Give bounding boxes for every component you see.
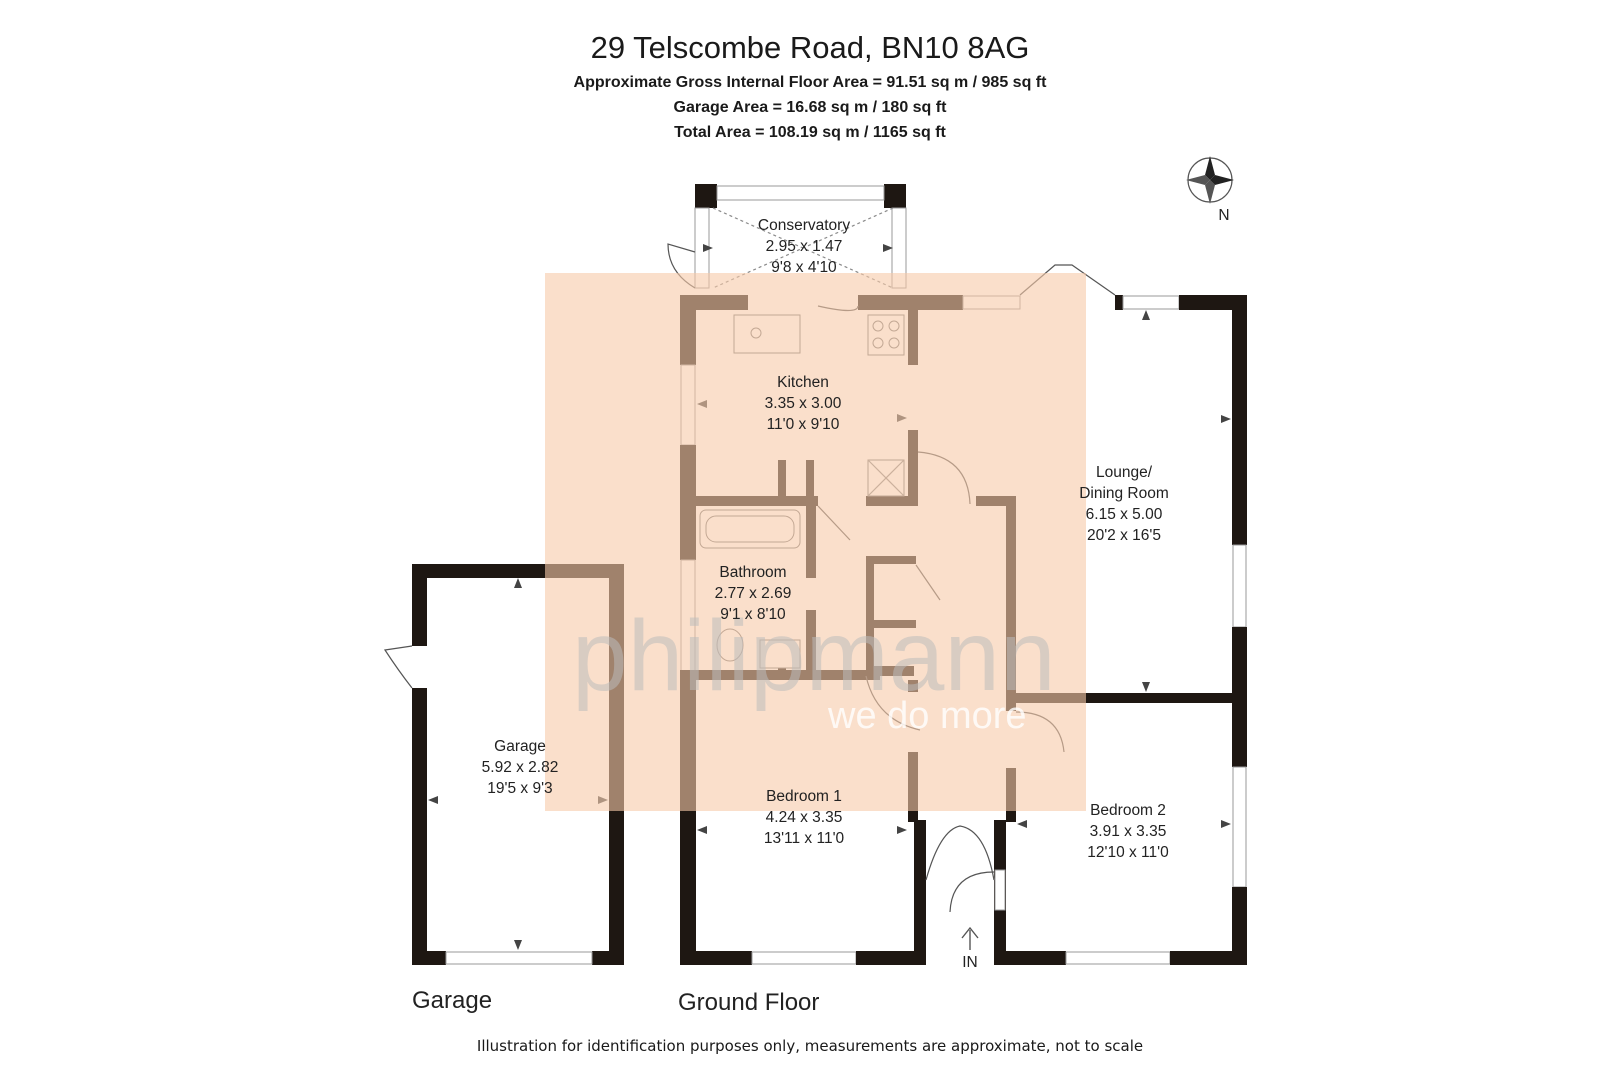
svg-text:3.35 x 3.00: 3.35 x 3.00 bbox=[765, 395, 842, 412]
svg-text:Dining Room: Dining Room bbox=[1079, 485, 1169, 502]
svg-text:9'8 x 4'10: 9'8 x 4'10 bbox=[771, 259, 837, 276]
svg-text:19'5 x 9'3: 19'5 x 9'3 bbox=[487, 780, 552, 797]
svg-text:12'10 x 11'0: 12'10 x 11'0 bbox=[1087, 844, 1169, 861]
svg-text:Conservatory: Conservatory bbox=[758, 217, 850, 234]
watermark-tagline: we do more bbox=[827, 695, 1027, 737]
svg-text:9'1 x 8'10: 9'1 x 8'10 bbox=[720, 606, 786, 623]
room-lounge-label: Lounge/ Dining Room 6.15 x 5.00 20'2 x 1… bbox=[1079, 464, 1169, 544]
plan-title: 29 Telscombe Road, BN10 8AG bbox=[590, 30, 1030, 65]
floor-area-line: Approximate Gross Internal Floor Area = … bbox=[573, 74, 1047, 91]
room-bathroom-label: Bathroom 2.77 x 2.69 9'1 x 8'10 bbox=[715, 564, 792, 623]
garage-area-line: Garage Area = 16.68 sq m / 180 sq ft bbox=[673, 99, 947, 116]
svg-text:Bathroom: Bathroom bbox=[719, 564, 786, 581]
svg-text:5.92 x 2.82: 5.92 x 2.82 bbox=[482, 759, 559, 776]
watermark-panel bbox=[545, 273, 1086, 811]
room-garage-label: Garage 5.92 x 2.82 19'5 x 9'3 bbox=[482, 738, 559, 797]
room-conservatory-label: Conservatory 2.95 x 1.47 9'8 x 4'10 bbox=[758, 217, 850, 276]
compass-north-label: N bbox=[1218, 207, 1229, 224]
floor-label-garage: Garage bbox=[412, 987, 492, 1014]
svg-text:2.77 x 2.69: 2.77 x 2.69 bbox=[715, 585, 792, 602]
svg-text:4.24 x 3.35: 4.24 x 3.35 bbox=[766, 809, 843, 826]
svg-text:20'2 x 16'5: 20'2 x 16'5 bbox=[1087, 527, 1161, 544]
entrance-marker: IN bbox=[961, 926, 979, 971]
svg-text:Lounge/: Lounge/ bbox=[1096, 464, 1153, 481]
room-bedroom2-label: Bedroom 2 3.91 x 3.35 12'10 x 11'0 bbox=[1087, 802, 1169, 861]
svg-text:Kitchen: Kitchen bbox=[777, 374, 829, 391]
disclaimer-text: Illustration for identification purposes… bbox=[476, 1037, 1144, 1055]
compass-rose-icon: N bbox=[1186, 156, 1234, 224]
room-kitchen-label: Kitchen 3.35 x 3.00 11'0 x 9'10 bbox=[765, 374, 842, 433]
conservatory-block bbox=[667, 184, 907, 289]
svg-text:Garage: Garage bbox=[494, 738, 546, 755]
svg-text:Bedroom 2: Bedroom 2 bbox=[1090, 802, 1166, 819]
svg-text:6.15 x 5.00: 6.15 x 5.00 bbox=[1086, 506, 1163, 523]
room-bedroom1-label: Bedroom 1 4.24 x 3.35 13'11 x 11'0 bbox=[764, 788, 845, 847]
watermark-brand: philipmann bbox=[572, 600, 1056, 712]
floor-label-ground: Ground Floor bbox=[678, 989, 819, 1016]
entrance-label: IN bbox=[962, 954, 978, 971]
total-area-line: Total Area = 108.19 sq m / 1165 sq ft bbox=[674, 124, 946, 141]
svg-text:Bedroom 1: Bedroom 1 bbox=[766, 788, 842, 805]
garage-side-door-icon bbox=[383, 645, 413, 689]
svg-text:11'0 x 9'10: 11'0 x 9'10 bbox=[767, 416, 840, 433]
svg-text:3.91 x 3.35: 3.91 x 3.35 bbox=[1090, 823, 1167, 840]
entrance-arrow-icon bbox=[961, 926, 979, 950]
svg-text:13'11 x 11'0: 13'11 x 11'0 bbox=[764, 830, 845, 847]
entrance-double-door-icon bbox=[925, 825, 995, 881]
svg-text:2.95 x 1.47: 2.95 x 1.47 bbox=[766, 238, 843, 255]
